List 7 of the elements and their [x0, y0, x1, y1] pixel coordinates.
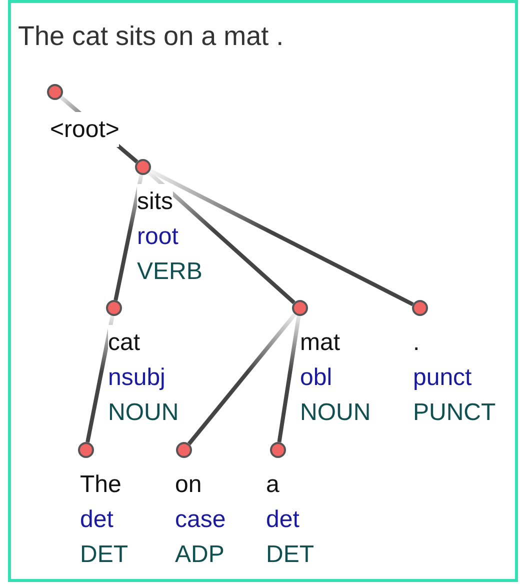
- word-label: <root>: [50, 112, 120, 147]
- dependency-line: [149, 168, 414, 306]
- dependency-line: [114, 174, 144, 301]
- dependency-line: [86, 315, 114, 443]
- dependency-line: [277, 316, 301, 442]
- sentence-title: The cat sits on a mat .: [18, 20, 284, 53]
- dependency-line: [188, 312, 296, 446]
